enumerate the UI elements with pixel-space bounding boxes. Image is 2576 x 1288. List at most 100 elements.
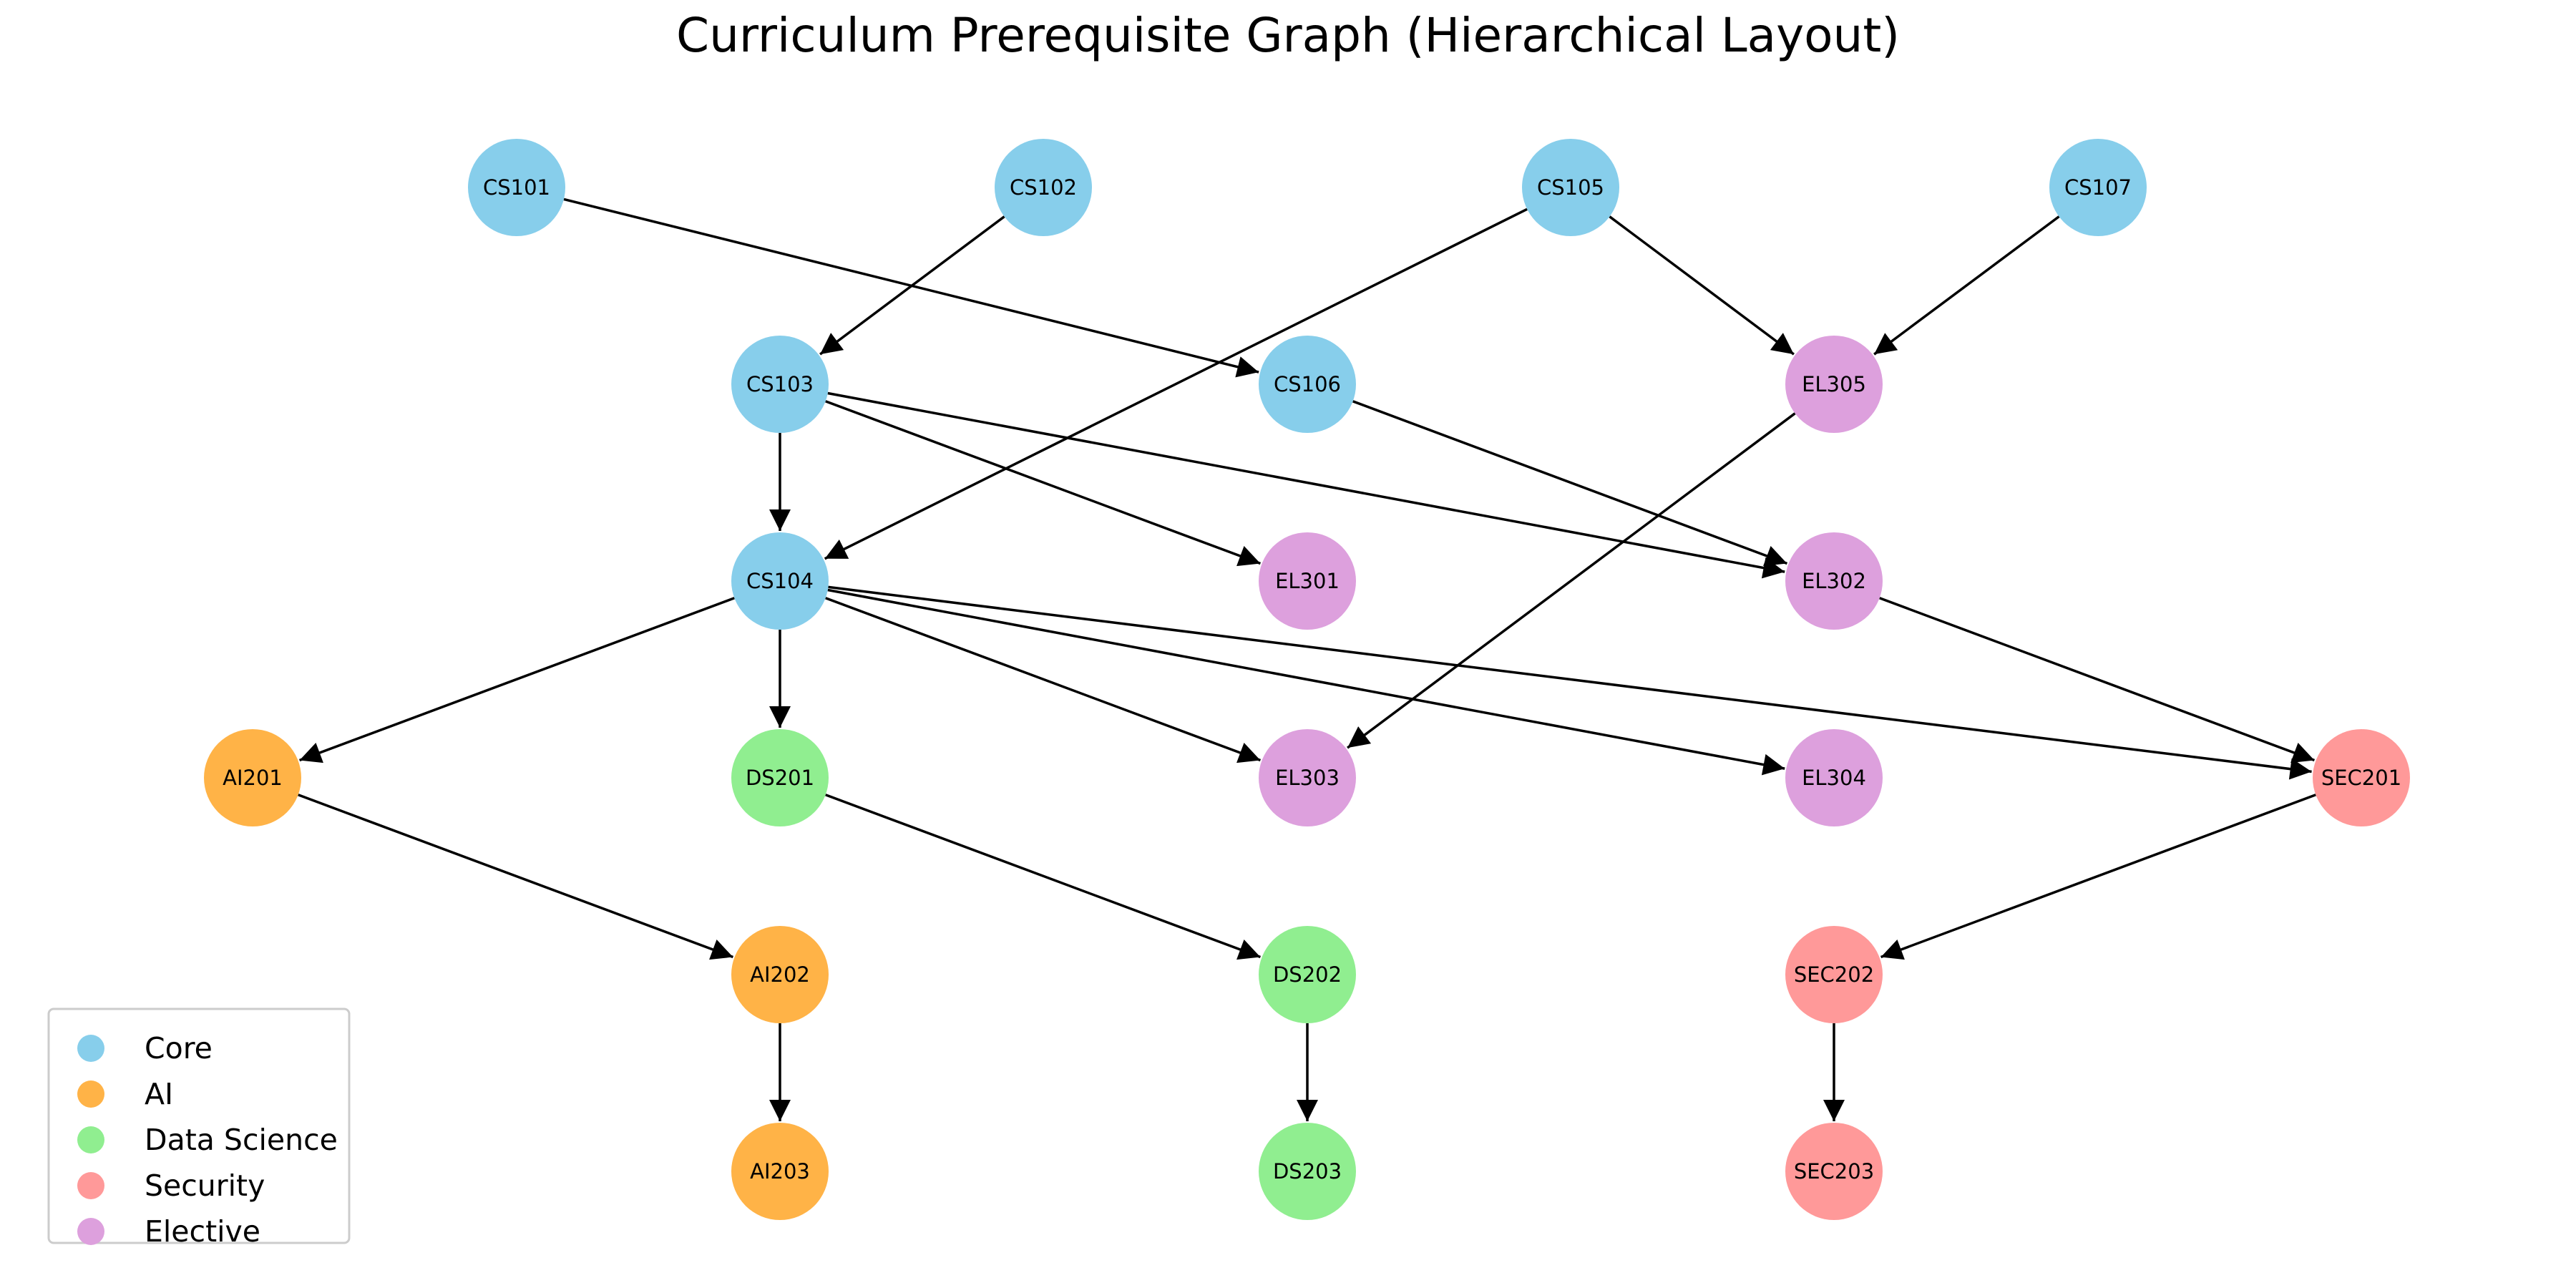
node-circle bbox=[1785, 336, 1883, 433]
node-label: AI203 bbox=[750, 1159, 810, 1184]
edge-sec201-to-sec202 bbox=[1880, 794, 2316, 960]
node-label: CS101 bbox=[483, 175, 550, 200]
node-label: CS107 bbox=[2064, 175, 2132, 200]
node-circle bbox=[731, 532, 829, 630]
edge-cs104-to-sec201 bbox=[828, 585, 2312, 780]
legend-label: AI bbox=[145, 1077, 173, 1111]
node-circle bbox=[1259, 926, 1356, 1023]
node-ds203: DS203 bbox=[1259, 1123, 1356, 1220]
node-cs106: CS106 bbox=[1259, 336, 1356, 433]
legend-item-ds: Data Science bbox=[77, 1123, 338, 1157]
node-ds201: DS201 bbox=[731, 729, 829, 826]
node-circle bbox=[1259, 532, 1356, 630]
node-sec201: SEC201 bbox=[2313, 729, 2410, 826]
node-circle bbox=[1522, 139, 1619, 236]
node-ai202: AI202 bbox=[731, 926, 829, 1023]
node-label: EL302 bbox=[1802, 569, 1866, 593]
edge-cs107-to-el305 bbox=[1873, 215, 2060, 356]
legend-marker bbox=[77, 1035, 104, 1062]
node-el303: EL303 bbox=[1259, 729, 1356, 826]
legend-box bbox=[47, 1008, 351, 1244]
node-circle bbox=[995, 139, 1092, 236]
edges-layer bbox=[298, 197, 2316, 1121]
node-label: EL304 bbox=[1802, 766, 1866, 790]
node-label: DS202 bbox=[1273, 962, 1342, 987]
legend-item-core: Core bbox=[77, 1031, 213, 1065]
legend-label: Core bbox=[145, 1031, 213, 1065]
edge-el302-to-sec201 bbox=[1879, 597, 2316, 763]
legend-label: Elective bbox=[145, 1214, 260, 1249]
node-label: CS106 bbox=[1274, 372, 1341, 396]
node-label: CS102 bbox=[1010, 175, 1077, 200]
node-circle bbox=[1259, 729, 1356, 826]
node-circle bbox=[1785, 926, 1883, 1023]
node-cs104: CS104 bbox=[731, 532, 829, 630]
node-cs101: CS101 bbox=[468, 139, 565, 236]
node-label: CS105 bbox=[1537, 175, 1604, 200]
node-circle bbox=[1259, 1123, 1356, 1220]
edge-ds201-to-ds202 bbox=[825, 794, 1262, 960]
legend-item-el: Elective bbox=[77, 1214, 260, 1249]
node-circle bbox=[204, 729, 301, 826]
edge-ai201-to-ai202 bbox=[298, 794, 734, 960]
node-circle bbox=[1785, 532, 1883, 630]
legend-marker bbox=[77, 1218, 104, 1245]
node-circle bbox=[731, 336, 829, 433]
node-ai201: AI201 bbox=[204, 729, 301, 826]
legend-item-sec: Security bbox=[77, 1169, 265, 1203]
node-cs105: CS105 bbox=[1522, 139, 1619, 236]
node-label: DS203 bbox=[1273, 1159, 1342, 1184]
edge-cs106-to-el302 bbox=[1352, 400, 1788, 567]
legend-marker bbox=[77, 1126, 104, 1153]
node-cs103: CS103 bbox=[731, 336, 829, 433]
edge-el305-to-el303 bbox=[1347, 412, 1796, 749]
node-circle bbox=[1785, 1123, 1883, 1220]
node-circle bbox=[731, 729, 829, 826]
edge-cs104-to-ai201 bbox=[298, 597, 735, 763]
node-circle bbox=[1259, 336, 1356, 433]
edge-cs103-to-el301 bbox=[825, 400, 1262, 567]
node-circle bbox=[2313, 729, 2410, 826]
node-label: CS104 bbox=[746, 569, 814, 593]
node-ai203: AI203 bbox=[731, 1123, 829, 1220]
node-label: EL303 bbox=[1275, 766, 1340, 790]
node-el301: EL301 bbox=[1259, 532, 1356, 630]
node-circle bbox=[468, 139, 565, 236]
node-label: SEC203 bbox=[1794, 1159, 1874, 1184]
node-label: AI201 bbox=[223, 766, 283, 790]
page-title: Curriculum Prerequisite Graph (Hierarchi… bbox=[676, 8, 1900, 63]
node-circle bbox=[1785, 729, 1883, 826]
node-cs102: CS102 bbox=[995, 139, 1092, 236]
node-label: SEC202 bbox=[1794, 962, 1874, 987]
node-ds202: DS202 bbox=[1259, 926, 1356, 1023]
legend-item-ai: AI bbox=[77, 1077, 173, 1111]
node-circle bbox=[731, 926, 829, 1023]
node-cs107: CS107 bbox=[2049, 139, 2147, 236]
node-el304: EL304 bbox=[1785, 729, 1883, 826]
node-label: SEC201 bbox=[2321, 766, 2401, 790]
edge-cs103-to-el302 bbox=[827, 391, 1785, 579]
edge-cs104-to-el303 bbox=[825, 597, 1262, 763]
node-label: AI202 bbox=[750, 962, 810, 987]
legend-marker bbox=[77, 1080, 104, 1108]
legend-label: Data Science bbox=[145, 1123, 338, 1157]
edge-cs105-to-cs104 bbox=[824, 208, 1528, 560]
edge-cs105-to-el305 bbox=[1609, 215, 1795, 356]
node-sec202: SEC202 bbox=[1785, 926, 1883, 1023]
node-circle bbox=[731, 1123, 829, 1220]
node-sec203: SEC203 bbox=[1785, 1123, 1883, 1220]
node-circle bbox=[2049, 139, 2147, 236]
edge-cs104-to-el304 bbox=[827, 588, 1785, 776]
edge-cs102-to-cs103 bbox=[819, 215, 1005, 356]
node-el305: EL305 bbox=[1785, 336, 1883, 433]
node-label: EL301 bbox=[1275, 569, 1340, 593]
node-el302: EL302 bbox=[1785, 532, 1883, 630]
legend-marker bbox=[77, 1172, 104, 1199]
node-label: DS201 bbox=[746, 766, 814, 790]
node-label: CS103 bbox=[746, 372, 814, 396]
legend-label: Security bbox=[145, 1169, 265, 1203]
